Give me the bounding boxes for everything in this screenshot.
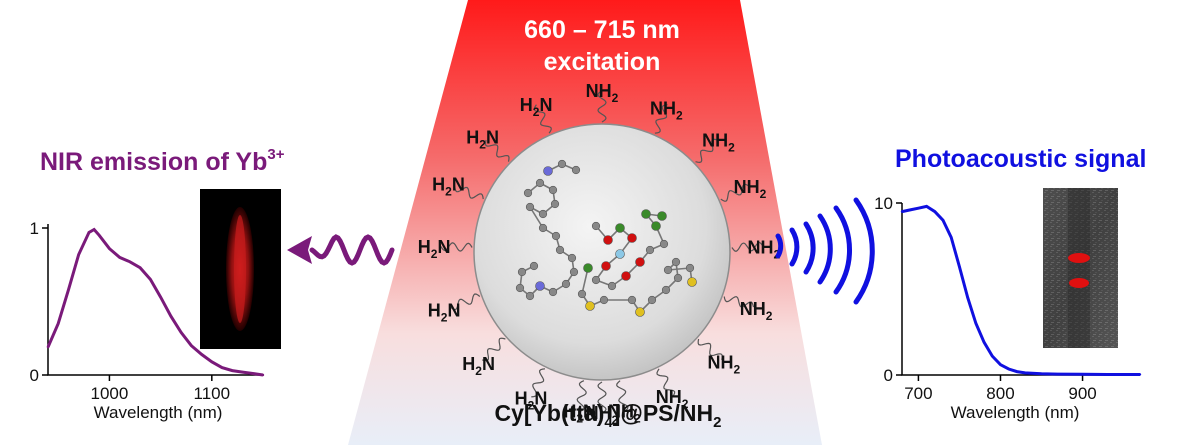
x-axis-label: Wavelength (nm) [94,403,223,422]
amine-group: H2N [466,128,499,152]
y-tick-label: 0 [30,366,39,385]
ligand-chain [597,90,607,123]
ligand-chain [450,293,481,311]
emission-arrow-icon [287,234,395,266]
amine-group: H2N [563,401,596,425]
x-tick-label: 900 [1068,384,1096,403]
ligand-chain [533,104,552,134]
amine-group: H2N [428,301,461,325]
ligand-chain [440,242,473,252]
amine-group: NH2 [708,353,741,377]
amine-group: H2N [418,237,451,261]
ligand-chain [656,368,676,398]
amine-group: NH2 [740,299,773,323]
ligand-chain [616,380,629,413]
amine-group: H2N [515,389,548,413]
excitation-wavelength: 660 – 715 nm [524,16,680,44]
ligand-chain [723,296,755,308]
ligand-chain [697,338,723,360]
emission-spectrum-line [46,227,264,377]
luminescence-image [200,189,281,349]
nanoparticle-label: Cy[Yb(tta)4]@PS/NH2 [495,400,722,431]
amine-group: NH2 [702,131,735,155]
complex-molecule-icon [515,159,697,317]
photoacoustic-chart: 700 800 900 0 10 Wavelength (nm) [874,194,1142,422]
amine-group: NH2 [650,99,683,123]
y-tick-label: 1 [30,219,39,238]
x-tick-label: 800 [986,384,1014,403]
ligand-chain [720,183,750,202]
amine-group: H2N [462,354,495,378]
x-axis-label: Wavelength (nm) [951,403,1080,422]
x-tick-label: 1100 [194,384,231,403]
ligand-chain [454,186,484,200]
nir-emission-chart: 1000 1100 0 1 Wavelength (nm) [30,219,265,422]
acoustic-waves-icon [775,197,875,305]
nir-emission-title: NIR emission of Yb3+ [40,146,285,176]
x-tick-label: 1000 [91,384,129,403]
ligand-chain [576,380,587,413]
amine-group: NH2 [734,177,767,201]
amine-group: NH2 [608,401,641,425]
y-tick-label: 10 [874,194,893,213]
amine-group: NH2 [586,81,619,105]
y-tick-label: 0 [884,366,893,385]
ligand-chain [531,368,546,398]
polystyrene-sphere [473,123,731,381]
ligand-chain [654,104,668,134]
ligand-chain [482,337,506,362]
excitation-label: excitation [544,48,661,76]
ligand-chain [731,241,764,252]
photoacoustic-spectrum-line [901,204,1140,376]
ligand-chain [597,381,607,414]
ligand-chain [484,139,510,162]
ligand-chain [695,138,719,164]
amine-group: H2N [520,95,553,119]
amine-group: NH2 [586,403,619,427]
x-tick-label: 700 [904,384,932,403]
photoacoustic-image [1043,188,1118,348]
amine-group: H2N [432,175,465,199]
surface-ligands [440,90,764,414]
amine-group: NH2 [656,387,689,411]
photoacoustic-title: Photoacoustic signal [895,145,1146,173]
